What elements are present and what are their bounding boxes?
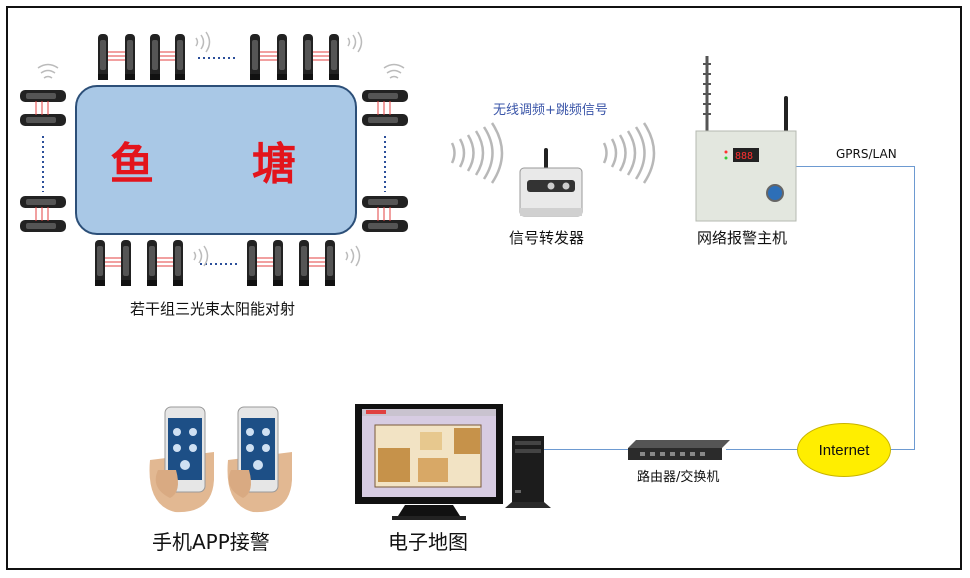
internet-label: Internet bbox=[818, 441, 870, 459]
wire-internet-vertical bbox=[914, 166, 915, 450]
router-switch-device bbox=[628, 440, 730, 460]
smartphone-app-right bbox=[227, 406, 292, 513]
pond-label-fish: 鱼 bbox=[110, 139, 156, 190]
right-beam-detectors bbox=[362, 90, 408, 232]
diagram-frame bbox=[6, 6, 962, 570]
wire-router-internet bbox=[726, 449, 798, 450]
detector-signal-icons bbox=[37, 31, 405, 267]
alarm-host-label: 网络报警主机 bbox=[697, 229, 788, 247]
left-beam-detectors bbox=[20, 90, 66, 232]
smartphone-app-left bbox=[149, 406, 214, 513]
mobile-app-label: 手机APP接警 bbox=[152, 530, 270, 554]
bottom-beam-detectors bbox=[95, 240, 335, 286]
top-beam-detectors bbox=[98, 34, 339, 80]
wireless-wave-icon bbox=[450, 122, 504, 184]
computer-electronic-map bbox=[355, 404, 551, 520]
internet-cloud: Internet bbox=[797, 423, 891, 477]
network-alarm-host-device: 888 bbox=[695, 56, 797, 222]
signal-repeater-device bbox=[519, 148, 583, 217]
beams-label: 若干组三光束太阳能对射 bbox=[130, 300, 296, 318]
electronic-map-label: 电子地图 bbox=[388, 530, 468, 554]
wire-gprs bbox=[796, 166, 915, 167]
svg-text:888: 888 bbox=[735, 151, 753, 162]
wireless-signal-label: 无线调频+跳频信号 bbox=[493, 103, 608, 118]
wireless-wave-icon-2 bbox=[602, 122, 656, 184]
gprs-lan-label: GPRS/LAN bbox=[836, 147, 897, 161]
pond-label-pond: 塘 bbox=[252, 139, 298, 190]
fish-pond bbox=[75, 85, 357, 235]
wire-internet-in bbox=[891, 449, 915, 450]
wire-pc-router bbox=[544, 449, 628, 450]
router-label: 路由器/交换机 bbox=[637, 470, 720, 485]
repeater-label: 信号转发器 bbox=[509, 229, 585, 247]
